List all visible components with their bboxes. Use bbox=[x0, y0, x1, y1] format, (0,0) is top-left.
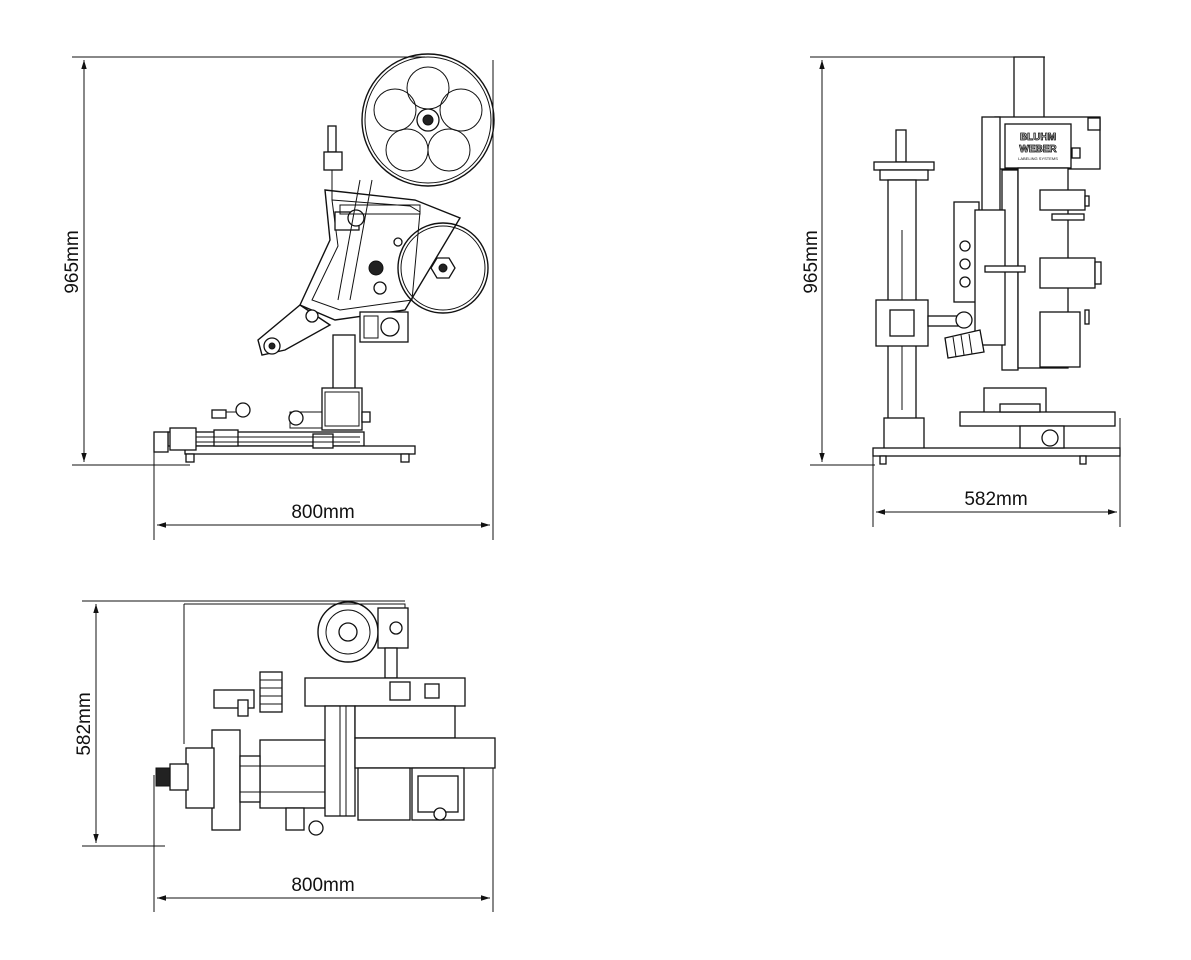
front-height-dimension: 965mm bbox=[62, 56, 425, 466]
top-reel bbox=[317, 601, 409, 679]
brand-line-1: BLUHM bbox=[1020, 132, 1056, 143]
top-bellows bbox=[259, 671, 283, 713]
applicator-body bbox=[257, 125, 462, 356]
front-width-label: 800mm bbox=[291, 502, 354, 523]
side-height-label: 965mm bbox=[801, 230, 822, 293]
brand-line-3: LABELING SYSTEMS bbox=[1018, 156, 1058, 161]
top-height-label: 582mm bbox=[74, 692, 95, 755]
brand-panel: BLUHM WEBER LABELING SYSTEMS bbox=[994, 116, 1101, 170]
top-height-dimension: 582mm bbox=[74, 600, 405, 847]
top-view: 582mm 800mm bbox=[74, 600, 496, 912]
rewind-reel bbox=[397, 222, 489, 314]
side-base bbox=[872, 387, 1121, 465]
front-view: 965mm 800mm bbox=[62, 53, 495, 540]
side-height-dimension: 965mm bbox=[801, 56, 1045, 466]
side-housing bbox=[953, 116, 1102, 371]
front-base bbox=[153, 402, 416, 463]
side-width-dimension: 582mm bbox=[872, 418, 1121, 527]
brand-line-2: WEBER bbox=[1019, 144, 1057, 155]
front-width-dimension: 800mm bbox=[153, 60, 494, 540]
top-body bbox=[259, 677, 496, 821]
front-height-label: 965mm bbox=[62, 230, 83, 293]
front-column bbox=[288, 334, 371, 431]
label-reel bbox=[361, 53, 495, 187]
side-column bbox=[873, 129, 985, 453]
side-view: 965mm 582mm BLUHM WEBER LABELING SYSTEMS bbox=[801, 56, 1121, 527]
side-width-label: 582mm bbox=[964, 489, 1027, 510]
top-width-dimension: 800mm bbox=[153, 740, 494, 912]
top-width-label: 800mm bbox=[291, 875, 354, 896]
top-slide bbox=[155, 689, 325, 836]
